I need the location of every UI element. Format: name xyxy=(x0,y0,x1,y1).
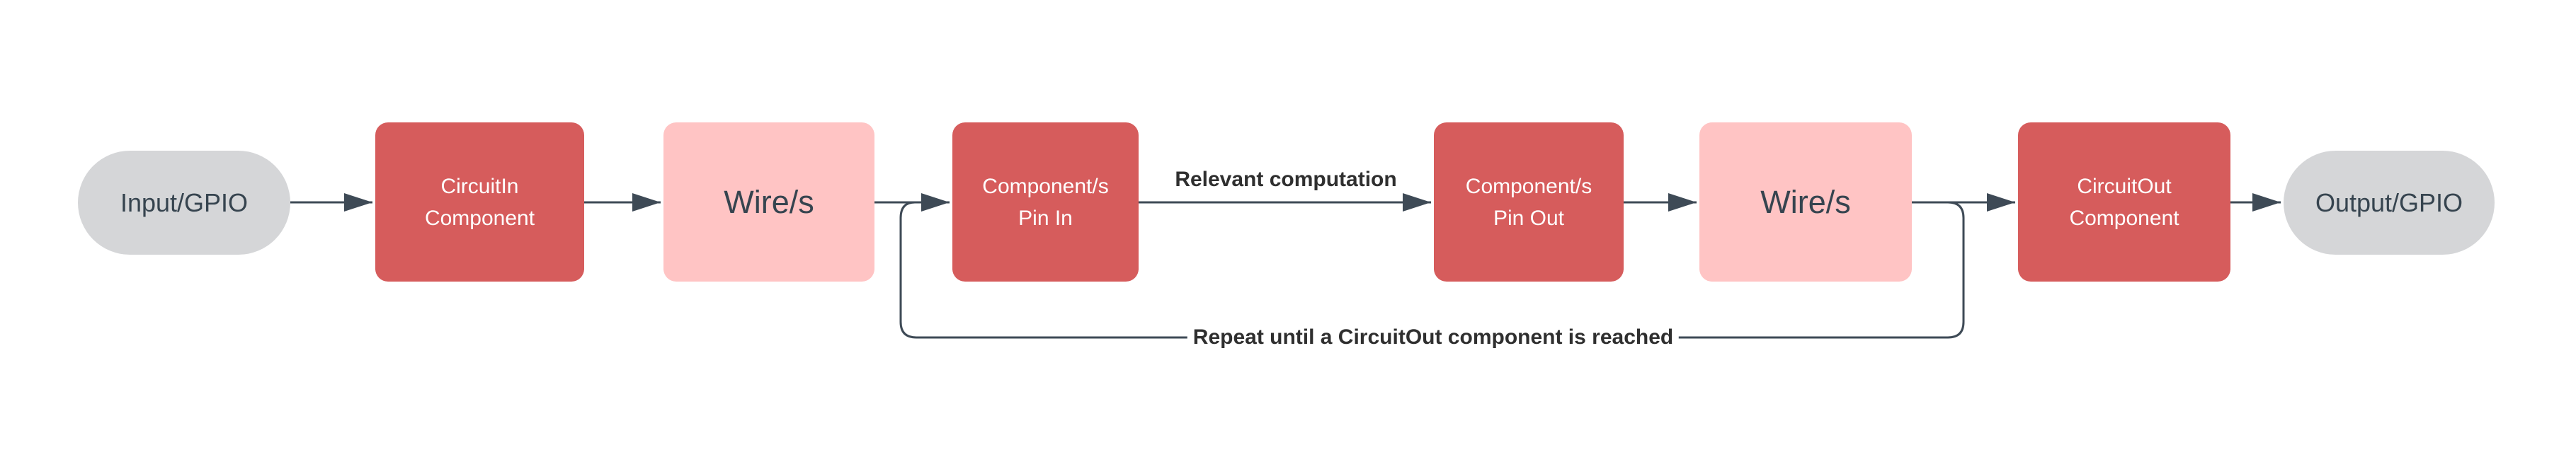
node-circuitout-component-label: CircuitOut Component xyxy=(2069,174,2179,230)
node-components-pin-out-label: Component/s Pin Out xyxy=(1465,174,1592,230)
edge-label-relevant-computation: Relevant computation xyxy=(1175,168,1397,191)
node-input-gpio-label: Input/GPIO xyxy=(120,187,249,217)
node-output-gpio-label: Output/GPIO xyxy=(2315,187,2463,217)
node-output-gpio: Output/GPIO xyxy=(2284,151,2495,255)
node-circuitout-component: CircuitOut Component xyxy=(2018,122,2230,282)
node-components-pin-out: Component/s Pin Out xyxy=(1434,122,1624,282)
node-wires-2: Wire/s xyxy=(1699,122,1912,282)
node-circuitin-component-label: CircuitIn Component xyxy=(424,174,535,230)
node-wires-1-label: Wire/s xyxy=(724,183,814,220)
node-wires-2-label: Wire/s xyxy=(1760,183,1851,220)
node-input-gpio: Input/GPIO xyxy=(78,151,290,255)
edge-label-repeat-until-circuitout: Repeat until a CircuitOut component is r… xyxy=(1187,324,1680,351)
node-components-pin-in-label: Component/s Pin In xyxy=(982,174,1109,230)
node-components-pin-in: Component/s Pin In xyxy=(952,122,1139,282)
node-wires-1: Wire/s xyxy=(663,122,874,282)
node-circuitin-component: CircuitIn Component xyxy=(375,122,584,282)
